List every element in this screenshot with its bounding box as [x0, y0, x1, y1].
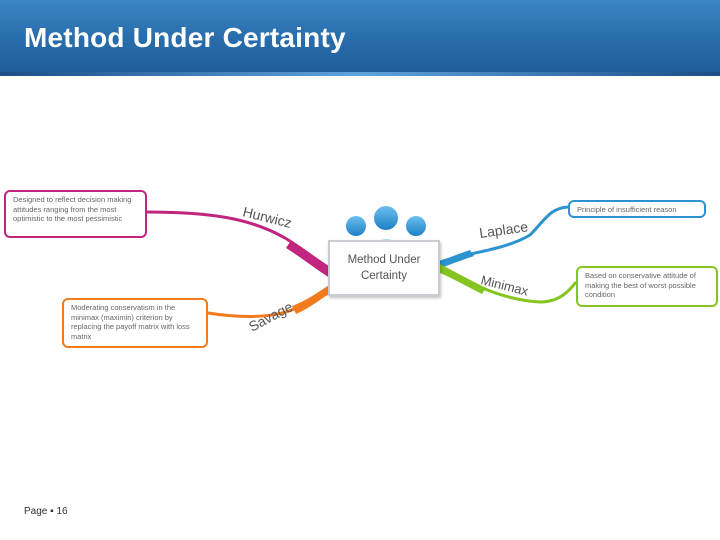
note-minimax: Based on conservative attitude of making… [576, 266, 718, 307]
branch-label-hurwicz: Hurwicz [241, 203, 293, 231]
branch-laplace-thick [438, 250, 474, 268]
title-bar: Method Under Certainty [0, 0, 720, 76]
note-hurwicz: Designed to reflect decision making atti… [4, 190, 147, 238]
branch-minimax-thick [438, 264, 486, 294]
branch-label-laplace: Laplace [478, 218, 529, 241]
branch-label-savage: Savage [246, 298, 296, 335]
page-title: Method Under Certainty [24, 22, 346, 53]
branch-hurwicz-thick [286, 242, 334, 278]
branch-hurwicz-line [144, 210, 337, 274]
branch-savage-thick [292, 282, 338, 314]
note-laplace: Principle of insufficient reason [568, 200, 706, 218]
note-savage: Moderating conservatism in the minimax (… [62, 298, 208, 348]
page-number: Page ▪ 16 [24, 506, 68, 517]
